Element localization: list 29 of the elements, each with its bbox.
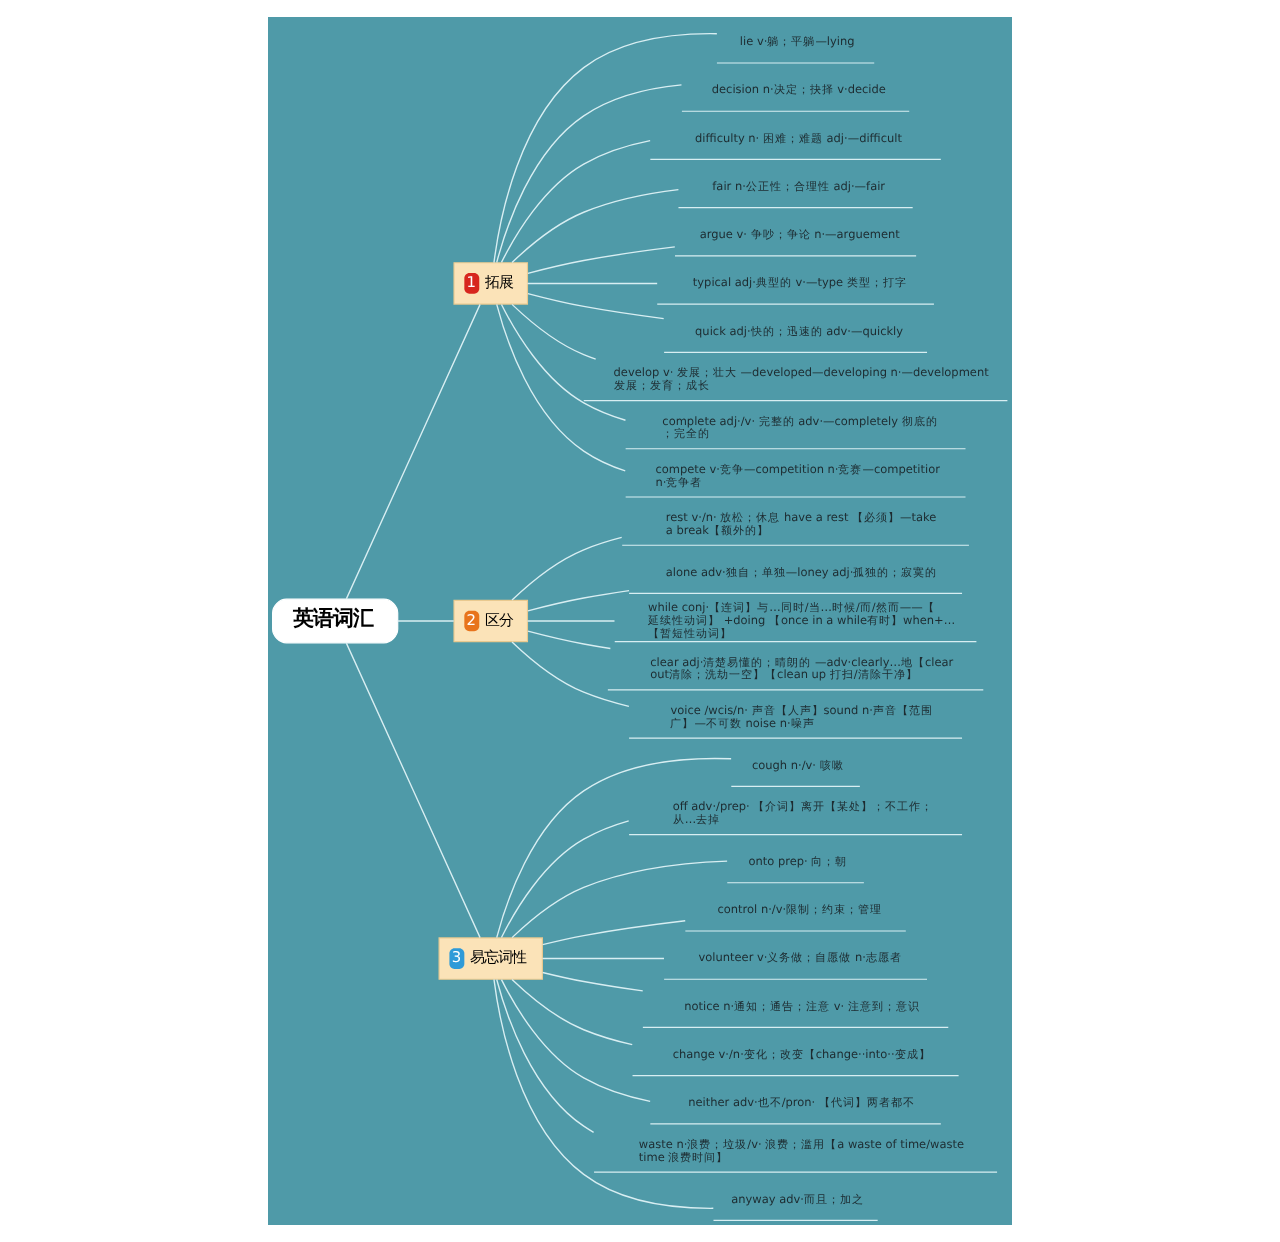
connector (496, 757, 732, 939)
connector (496, 303, 626, 472)
connector (345, 642, 481, 939)
connector (527, 630, 612, 650)
connector (511, 188, 680, 264)
connector (527, 246, 676, 275)
connector (541, 920, 686, 946)
connector (397, 620, 455, 622)
connector (500, 139, 651, 264)
connector (511, 536, 623, 601)
connector (527, 589, 630, 612)
node-box: 英语词汇 (272, 598, 399, 644)
connector (511, 641, 630, 707)
connector (500, 978, 651, 1103)
connector (526, 282, 658, 285)
connector (493, 978, 714, 1209)
connector (496, 978, 595, 1133)
connector (541, 971, 644, 992)
connector (493, 33, 718, 264)
connector (511, 978, 633, 1046)
connector (541, 957, 665, 960)
connector (345, 303, 481, 600)
connector (496, 84, 683, 264)
connector (511, 303, 597, 360)
connector (500, 820, 630, 939)
connector (500, 303, 627, 421)
connector (527, 292, 665, 320)
connector (526, 620, 616, 622)
connector (511, 860, 728, 939)
